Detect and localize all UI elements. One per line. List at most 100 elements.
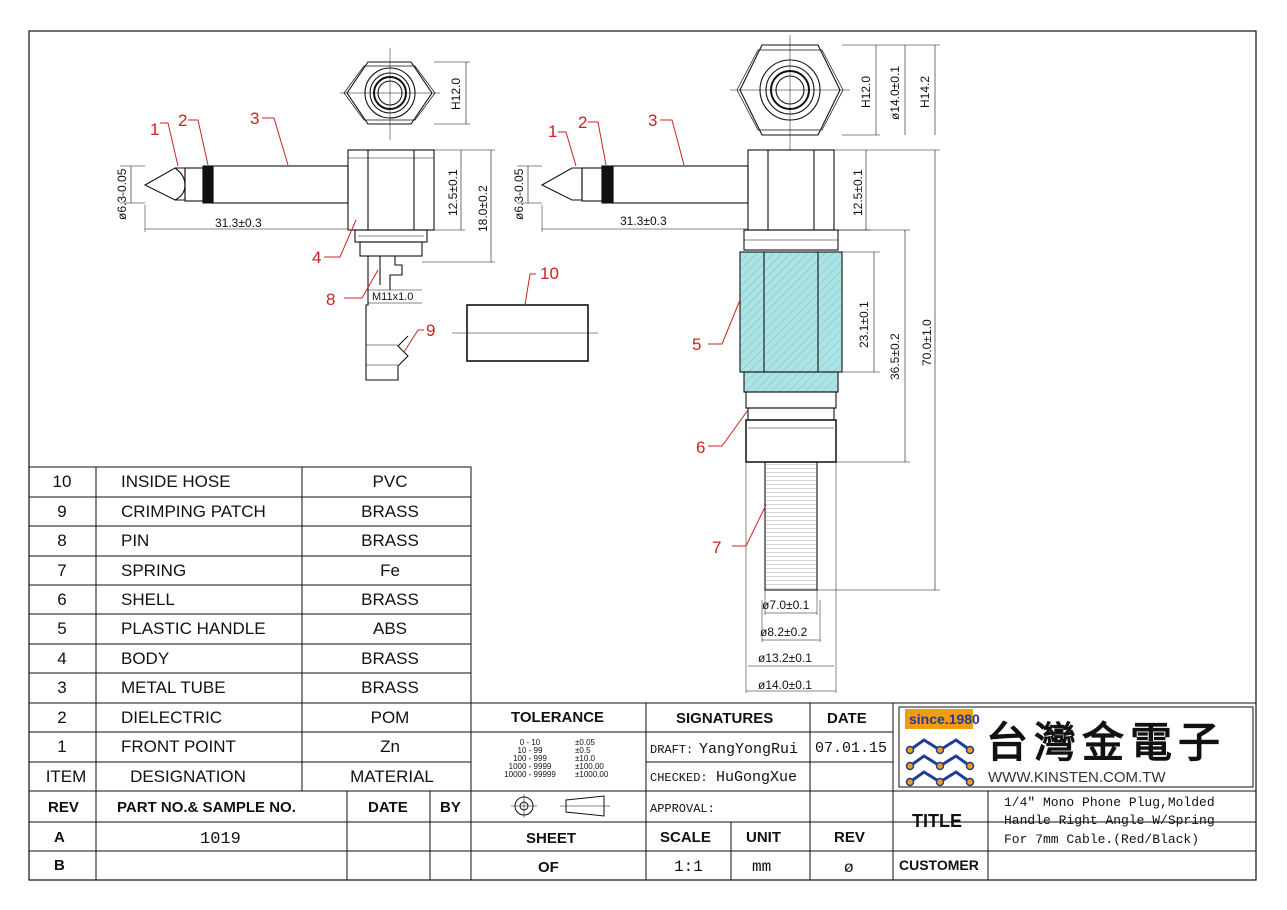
parts-material-6: ABS bbox=[373, 619, 407, 638]
callout-2-right: 2 bbox=[578, 113, 587, 132]
dim-h125-right: 12.5±0.1 bbox=[851, 169, 865, 216]
callout-2-left: 2 bbox=[178, 111, 187, 130]
title-block-text: REV PART NO.& SAMPLE NO. DATE BY A B 101… bbox=[48, 709, 1215, 877]
callout-3-left: 3 bbox=[250, 109, 259, 128]
callout-9: 9 bbox=[426, 321, 435, 340]
title-line-1: 1/4" Mono Phone Plug,Molded bbox=[1004, 795, 1215, 810]
unit-value: mm bbox=[752, 858, 771, 876]
parts-designation-6: PLASTIC HANDLE bbox=[121, 619, 266, 638]
parts-item-4: 7 bbox=[57, 561, 66, 580]
title-label: TITLE bbox=[912, 811, 962, 831]
parts-table bbox=[28, 466, 472, 792]
dim-l313-left: 31.3±0.3 bbox=[215, 216, 262, 230]
parts-material-7: BRASS bbox=[361, 649, 419, 668]
logo-since: since.1980 bbox=[909, 711, 980, 727]
front-point-right bbox=[540, 167, 583, 201]
parts-designation-3: PIN bbox=[121, 531, 149, 550]
dim-h125-left: 12.5±0.1 bbox=[446, 169, 460, 216]
approval-label: APPROVAL: bbox=[650, 802, 715, 816]
scale-value: 1:1 bbox=[674, 858, 703, 876]
parts-material-10: Zn bbox=[380, 737, 400, 756]
parts-item-10: 1 bbox=[57, 737, 66, 756]
parts-material-1: PVC bbox=[373, 472, 408, 491]
parts-item-6: 5 bbox=[57, 619, 66, 638]
parts-material-5: BRASS bbox=[361, 590, 419, 609]
title-line-3: For 7mm Cable.(Red/Black) bbox=[1004, 832, 1199, 847]
tolerance-value-2: ±0.5 bbox=[575, 746, 591, 755]
parts-item-2: 9 bbox=[57, 502, 66, 521]
rev-value: ø bbox=[844, 859, 854, 877]
tolerance-range-1: 0 - 10 bbox=[520, 738, 541, 747]
logo-company: 台灣金電子 bbox=[986, 719, 1226, 766]
parts-item-5: 6 bbox=[57, 590, 66, 609]
tolerance-range-5: 10000 - 99999 bbox=[504, 770, 556, 779]
callout-10: 10 bbox=[540, 264, 559, 283]
callout-6: 6 bbox=[696, 438, 705, 457]
dim-h12-left: H12.0 bbox=[449, 78, 463, 110]
dim-l313-right: 31.3±0.3 bbox=[620, 214, 667, 228]
dim-d140b: ø14.0±0.1 bbox=[758, 678, 812, 692]
unit-label: UNIT bbox=[746, 829, 781, 846]
rev-header: REV bbox=[48, 799, 79, 816]
dim-h142: H14.2 bbox=[918, 76, 932, 108]
dim-h180: 18.0±0.2 bbox=[476, 185, 490, 232]
parts-designation-10: FRONT POINT bbox=[121, 737, 236, 756]
draft-label: DRAFT: bbox=[650, 743, 693, 757]
company-logo: since.1980 台灣金電子 WWW.KINSTEN.COM.TW bbox=[898, 706, 1254, 788]
parts-header-item: ITEM bbox=[46, 767, 87, 786]
dim-d140: ø14.0±0.1 bbox=[888, 66, 902, 120]
parts-item-9: 2 bbox=[57, 708, 66, 727]
parts-header-material: MATERIAL bbox=[350, 767, 434, 786]
callout-4: 4 bbox=[312, 248, 321, 267]
parts-designation-1: INSIDE HOSE bbox=[121, 472, 231, 491]
tolerance-value-1: ±0.05 bbox=[575, 738, 596, 747]
callout-1-right: 1 bbox=[548, 122, 557, 141]
signatures-label: SIGNATURES bbox=[676, 710, 773, 727]
parts-designation-7: BODY bbox=[121, 649, 169, 668]
by-header: BY bbox=[440, 799, 461, 816]
body-left bbox=[347, 149, 435, 231]
front-point-left bbox=[143, 167, 186, 201]
callout-8: 8 bbox=[326, 290, 335, 309]
callout-1-left: 1 bbox=[150, 120, 159, 139]
callout-numbers: 1 2 3 4 8 9 10 1 2 3 5 6 7 bbox=[150, 109, 721, 557]
parts-item-3: 8 bbox=[57, 531, 66, 550]
sheet-border bbox=[28, 30, 1257, 881]
parts-material-8: BRASS bbox=[361, 678, 419, 697]
dim-l365: 36.5±0.2 bbox=[888, 333, 902, 380]
right-view bbox=[517, 35, 940, 693]
dim-l700: 70.0±1.0 bbox=[920, 319, 934, 366]
sheet-label: SHEET bbox=[526, 830, 576, 847]
plastic-handle bbox=[739, 251, 843, 373]
dim-d132: ø13.2±0.1 bbox=[758, 651, 812, 665]
dim-d70: ø7.0±0.1 bbox=[762, 598, 810, 612]
checked-name: HuGongXue bbox=[716, 769, 797, 786]
parts-item-8: 3 bbox=[57, 678, 66, 697]
draft-name: YangYongRui bbox=[699, 741, 798, 758]
callout-5: 5 bbox=[692, 335, 701, 354]
part-no: 1019 bbox=[200, 830, 241, 849]
logo-url: WWW.KINSTEN.COM.TW bbox=[988, 769, 1166, 786]
tolerance-value-3: ±10.0 bbox=[575, 754, 596, 763]
tolerance-range-3: 100 - 999 bbox=[513, 754, 547, 763]
checked-label: CHECKED: bbox=[650, 771, 708, 785]
tolerance-value-4: ±100.00 bbox=[575, 762, 604, 771]
rev-label: REV bbox=[834, 829, 865, 846]
partno-header: PART NO.& SAMPLE NO. bbox=[117, 799, 296, 816]
metal-tube-right bbox=[612, 165, 749, 204]
left-view bbox=[120, 48, 598, 381]
parts-designation-4: SPRING bbox=[121, 561, 186, 580]
title-block-lines bbox=[29, 702, 1256, 880]
title-line-2: Handle Right Angle W/Spring bbox=[1004, 813, 1215, 828]
parts-material-9: POM bbox=[371, 708, 410, 727]
parts-material-4: Fe bbox=[380, 561, 400, 580]
dim-h12-right: H12.0 bbox=[859, 76, 873, 108]
rev-a: A bbox=[54, 829, 65, 846]
tolerance-label: TOLERANCE bbox=[511, 709, 604, 726]
of-label: OF bbox=[538, 859, 559, 876]
scale-label: SCALE bbox=[660, 829, 711, 846]
tolerance-range-4: 1000 - 9999 bbox=[509, 762, 552, 771]
